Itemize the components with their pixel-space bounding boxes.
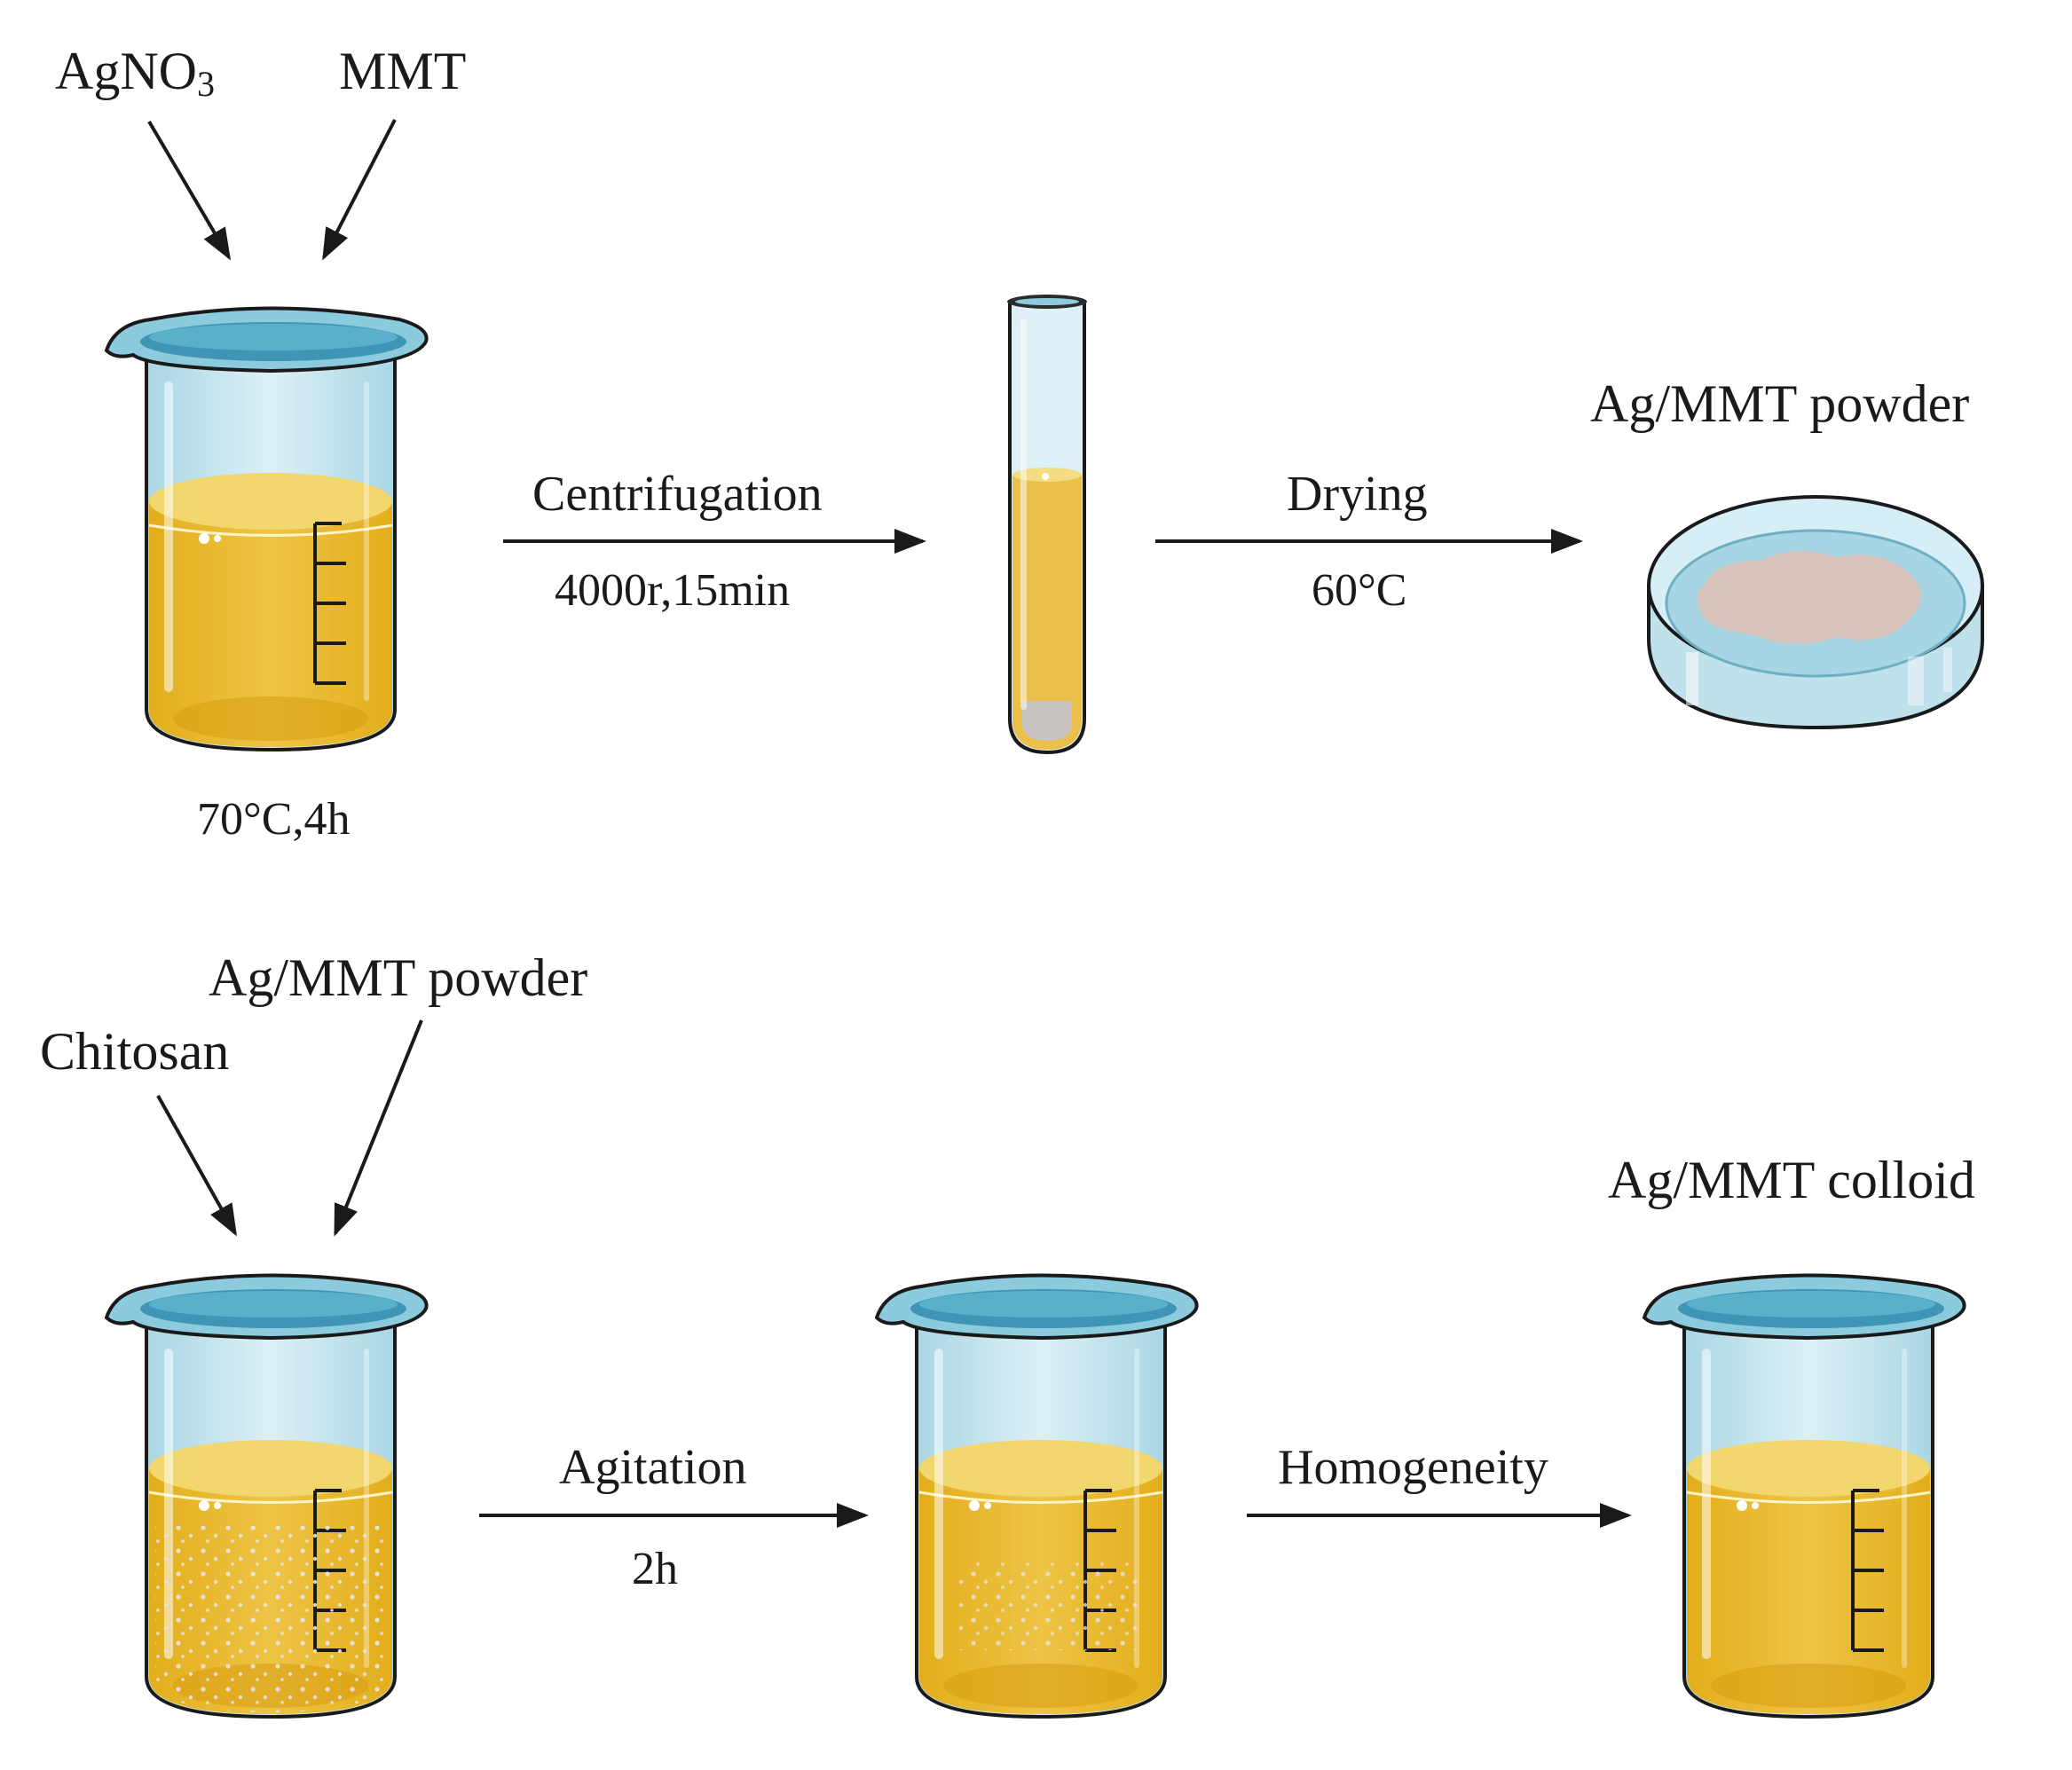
drying-param: 60°C: [1312, 565, 1406, 616]
mmt-arrow-icon: [322, 119, 397, 261]
agno3-base: AgNO: [55, 42, 197, 100]
agno3-subscript: 3: [197, 64, 215, 104]
powder-input-label: Ag/MMT powder: [209, 948, 587, 1007]
beaker-icon: [1643, 1273, 1966, 1719]
chitosan-label: Chitosan: [40, 1022, 229, 1081]
petri-dish-icon: [1647, 495, 1984, 730]
beaker-with-particles: [105, 1273, 429, 1719]
centrifugation-label: Centrifugation: [532, 467, 823, 522]
agitation-param: 2h: [632, 1544, 678, 1594]
beaker-icon: [875, 1273, 1199, 1719]
agno3-arrow-icon: [147, 120, 232, 261]
chitosan-arrow-icon: [156, 1095, 237, 1237]
product-powder-label: Ag/MMT powder: [1590, 374, 1969, 433]
drying-label: Drying: [1287, 467, 1428, 522]
centrifugation-param: 4000r,15min: [555, 565, 790, 616]
mmt-label: MMT: [339, 42, 466, 100]
agitation-label: Agitation: [559, 1440, 747, 1495]
test-tube-icon: [1007, 295, 1087, 755]
beaker-icon: [105, 306, 429, 751]
product-colloid-label: Ag/MMT colloid: [1608, 1151, 1975, 1209]
beaker-partial-dispersion: [875, 1273, 1199, 1719]
beaker-condition-label: 70°C,4h: [197, 794, 350, 845]
agno3-label: AgNO3: [55, 42, 215, 104]
homogeneity-label: Homogeneity: [1278, 1440, 1548, 1495]
powder-arrow-icon: [334, 1019, 423, 1237]
